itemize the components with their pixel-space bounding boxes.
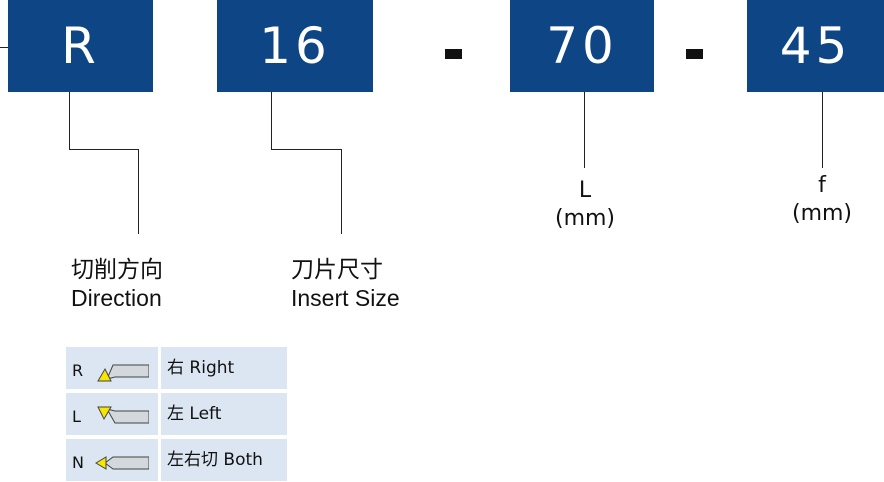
code-box-length: 70 <box>510 0 654 92</box>
legend-code-cell: R <box>66 347 158 389</box>
legend-text: 右 Right <box>167 358 235 378</box>
right-hand-tool-icon <box>97 364 149 382</box>
leader-direction-v1 <box>69 92 70 150</box>
legend-code-cell: L <box>66 393 158 435</box>
legend-code: L <box>72 407 81 426</box>
legend-code-cell: N <box>66 439 158 481</box>
code-box-f: 45 <box>747 0 884 92</box>
direction-label-cn: 切削方向 <box>71 256 163 282</box>
direction-label-en: Direction <box>71 285 162 311</box>
code-f-text: 45 <box>779 17 852 75</box>
legend-row-left: L 左 Left <box>66 393 287 435</box>
length-label: L (mm) <box>545 177 625 233</box>
legend-text-cell: 左右切 Both <box>161 439 287 481</box>
code-box-direction: R <box>8 0 153 92</box>
leader-insert-v1 <box>271 92 272 150</box>
legend-text-cell: 右 Right <box>161 347 287 389</box>
code-box-insert-size: 16 <box>217 0 373 92</box>
length-label-unit: (mm) <box>554 206 616 231</box>
legend-text: 左右切 Both <box>167 450 263 470</box>
separator-dash-1 <box>445 49 462 59</box>
leader-insert-h <box>271 149 341 150</box>
f-label-unit: (mm) <box>791 201 853 226</box>
legend-text: 左 Left <box>167 404 222 424</box>
legend-row-both: N 左右切 Both <box>66 439 287 481</box>
leader-line-left <box>0 47 8 48</box>
legend-row-right: R 右 Right <box>66 347 287 389</box>
legend-text-cell: 左 Left <box>161 393 287 435</box>
code-insert-size-text: 16 <box>259 17 331 75</box>
legend-code: R <box>72 361 84 380</box>
code-direction-text: R <box>61 17 100 75</box>
left-hand-tool-icon <box>97 406 149 424</box>
leader-f-v <box>822 92 823 168</box>
leader-insert-v2 <box>341 149 342 234</box>
neutral-tool-icon <box>95 456 149 470</box>
insert-size-label-cn: 刀片尺寸 <box>291 256 383 282</box>
legend-code: N <box>72 453 84 472</box>
leader-length-v <box>584 92 585 168</box>
f-label: f (mm) <box>782 172 862 228</box>
code-length-text: 70 <box>546 17 618 75</box>
separator-dash-2 <box>686 49 703 59</box>
insert-size-label-en: Insert Size <box>291 285 400 311</box>
length-label-symbol: L <box>578 178 592 203</box>
leader-direction-h <box>69 149 138 150</box>
leader-direction-v2 <box>138 149 139 234</box>
f-label-symbol: f <box>818 173 826 198</box>
insert-size-label: 刀片尺寸 Insert Size <box>291 255 400 313</box>
direction-label: 切削方向 Direction <box>71 255 163 313</box>
